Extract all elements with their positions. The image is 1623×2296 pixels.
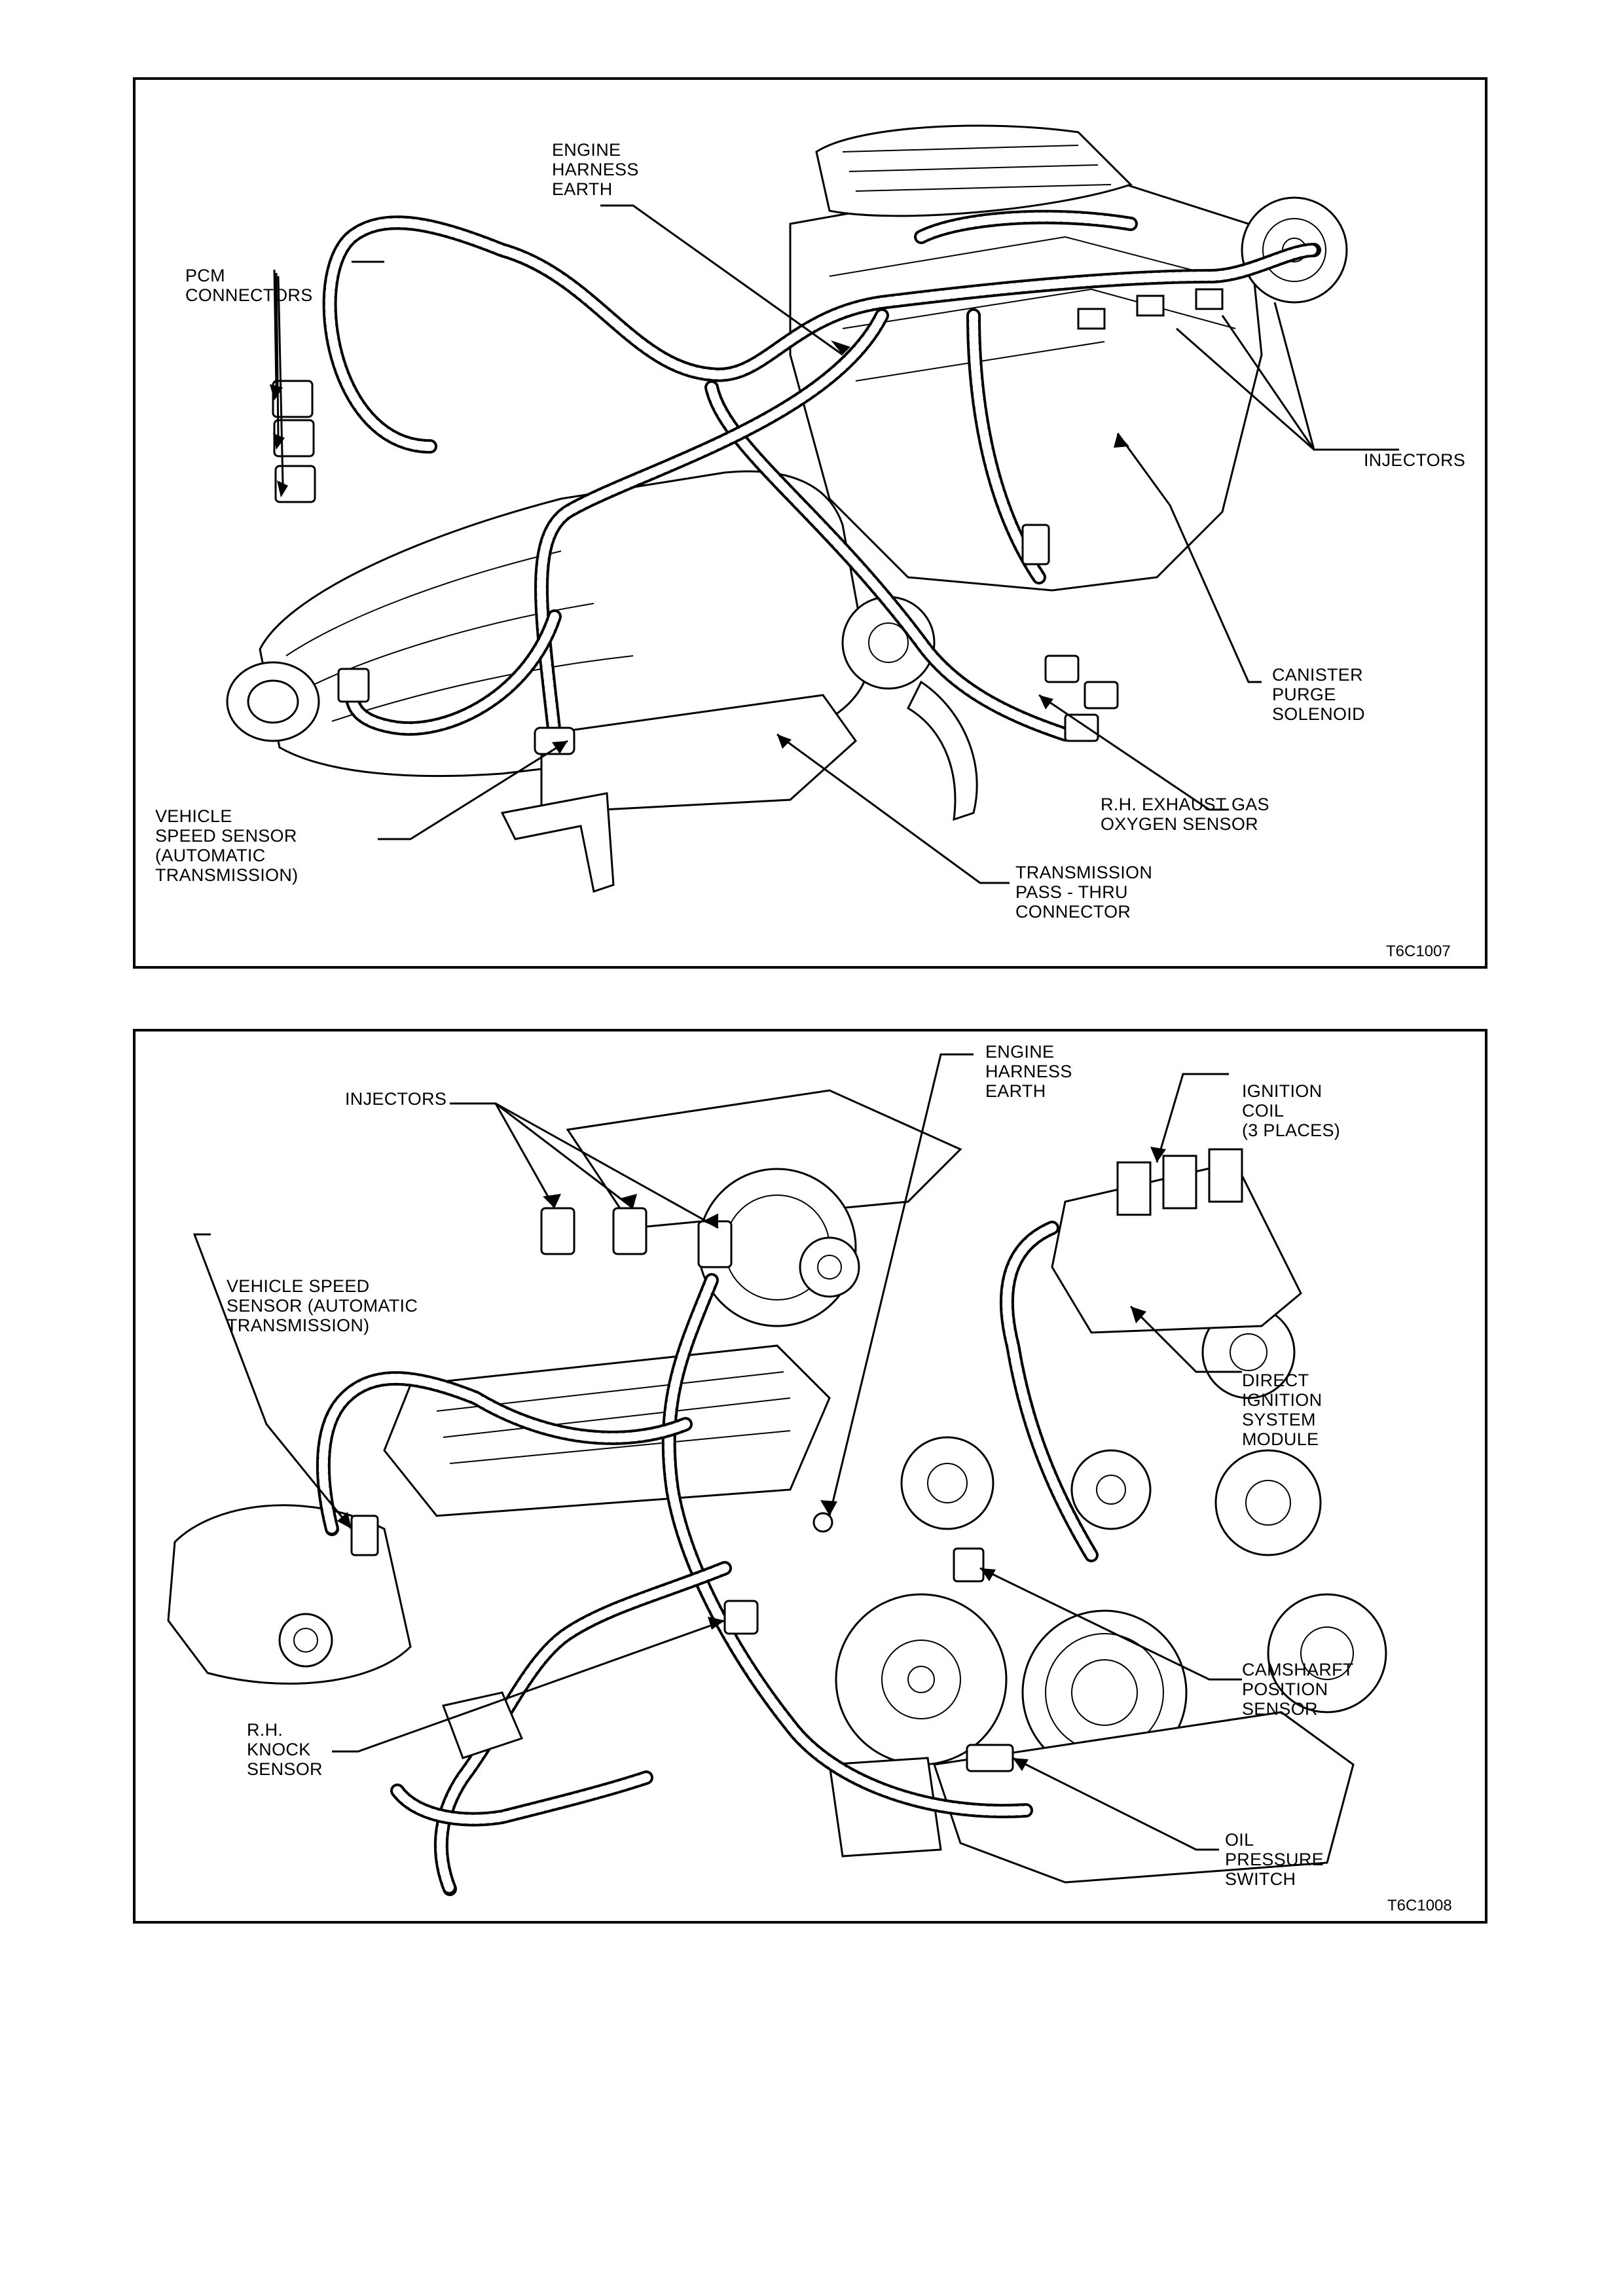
label-ignition-coil: IGNITION COIL (3 PLACES) [1242,1081,1341,1140]
label-rh-knock-sensor: R.H. KNOCK SENSOR [247,1720,323,1779]
label-direct-ignition-system-module: DIRECT IGNITION SYSTEM MODULE [1242,1371,1322,1449]
label-engine-harness-earth: ENGINE HARNESS EARTH [552,140,639,199]
engine-transmission-illustration-1 [226,124,1399,893]
label-transmission-pass-thru-connector: TRANSMISSION PASS - THRU CONNECTOR [1015,863,1153,922]
label-vehicle-speed-sensor: VEHICLE SPEED SENSOR (AUTOMATIC TRANSMIS… [155,806,299,885]
label-pcm-connectors: PCM CONNECTORS [185,266,313,305]
figure-code: T6C1007 [1386,942,1451,960]
label-rh-exhaust-gas-oxygen-sensor: R.H. EXHAUST GAS OXYGEN SENSOR [1101,795,1269,834]
label-injectors: INJECTORS [1364,450,1466,470]
label-vehicle-speed-sensor: VEHICLE SPEED SENSOR (AUTOMATIC TRANSMIS… [227,1276,418,1335]
figure-code: T6C1008 [1387,1897,1452,1914]
label-camshaft-position-sensor: CAMSHARFT POSITION SENSOR [1242,1660,1354,1719]
label-oil-pressure-switch: OIL PRESSURE SWITCH [1225,1830,1324,1889]
label-injectors: INJECTORS [345,1089,447,1109]
label-engine-harness-earth: ENGINE HARNESS EARTH [985,1042,1072,1101]
diagram-panel-1: ENGINE HARNESS EARTH PCM CONNECTORS INJE… [133,77,1487,969]
engine-front-illustration-2 [167,1053,1387,1896]
label-canister-purge-solenoid: CANISTER PURGE SOLENOID [1272,665,1365,724]
diagram-panel-2: INJECTORS ENGINE HARNESS EARTH IGNITION … [133,1029,1487,1924]
